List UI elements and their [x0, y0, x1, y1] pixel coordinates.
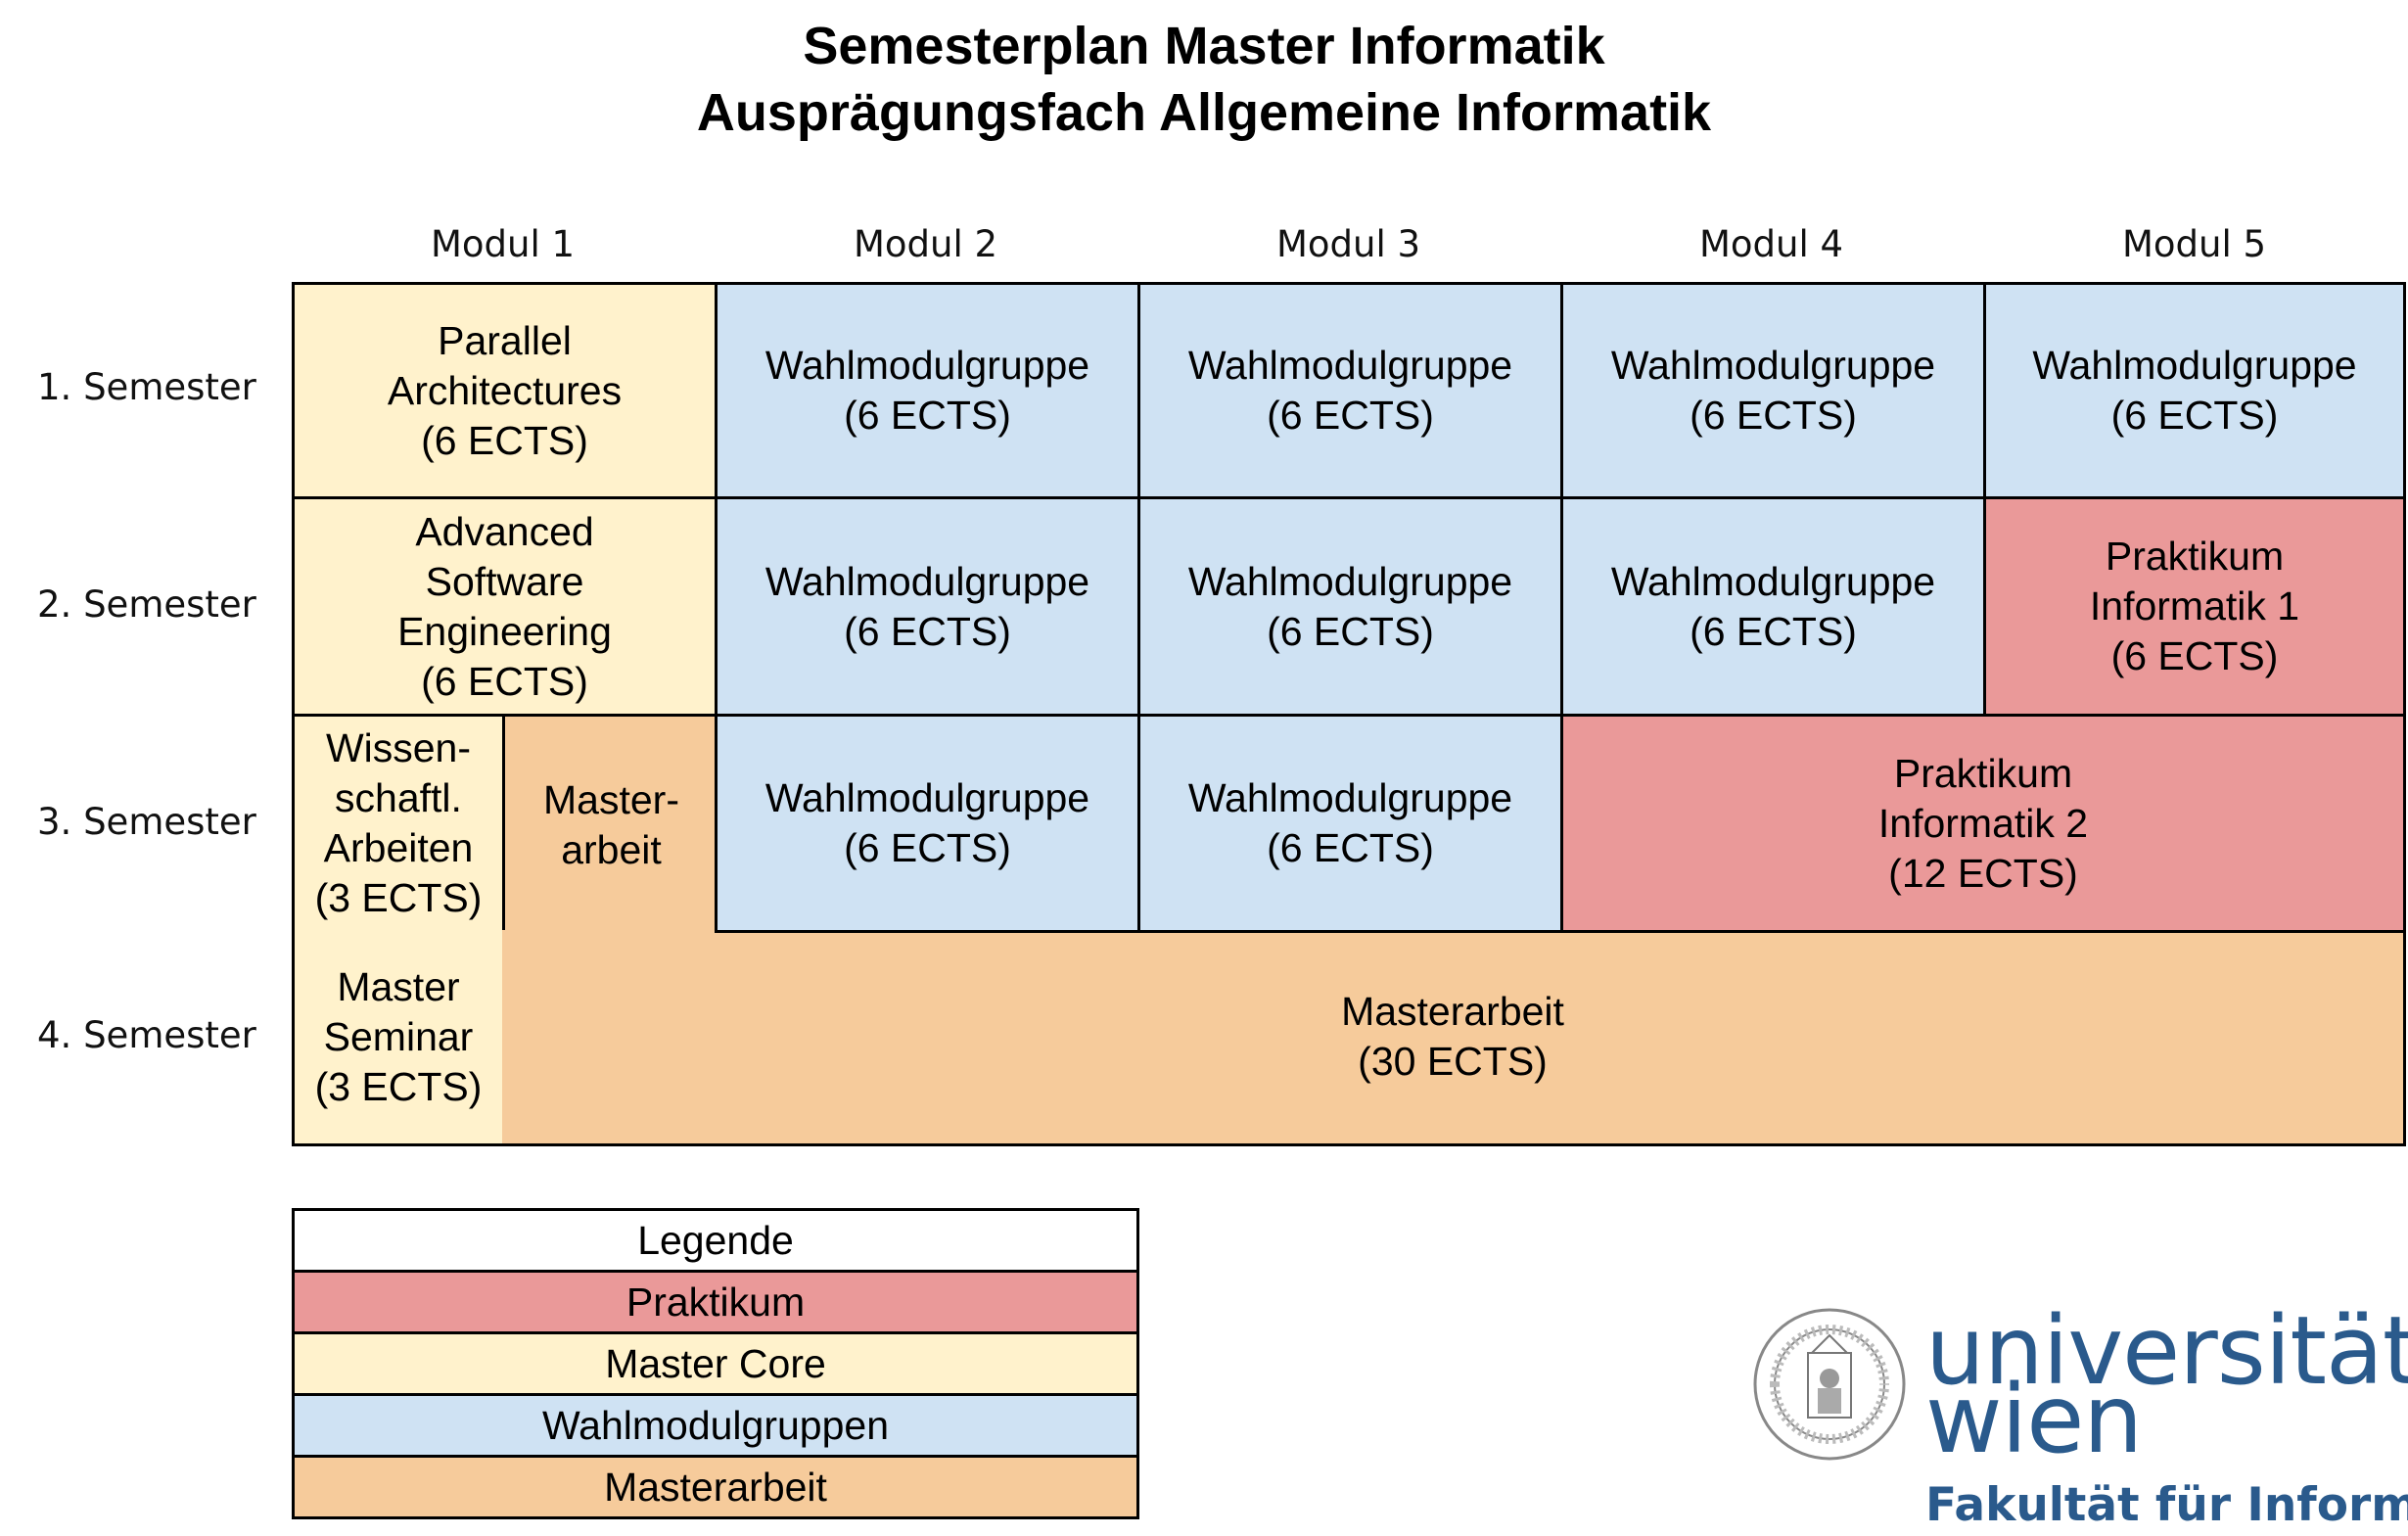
diagram-title-line2: Ausprägungsfach Allgemeine Informatik: [696, 83, 1712, 142]
cell-wahlmodulgruppe: Wahlmodulgruppe (6 ECTS): [1983, 282, 2406, 499]
column-header-modul-3: Modul 3: [1275, 223, 1421, 265]
cell-line: (6 ECTS): [1690, 393, 1857, 438]
cell-line: (6 ECTS): [1267, 608, 1434, 654]
cell-line: (6 ECTS): [2110, 633, 2279, 678]
cell-line: Parallel: [438, 317, 572, 363]
cell-line: (30 ECTS): [1358, 1039, 1548, 1084]
cell-line: Arbeiten: [323, 825, 474, 870]
legend-item-wahlmodulgruppen: Wahlmodulgruppen: [292, 1393, 1139, 1458]
cell-line: Informatik 1: [2089, 583, 2300, 628]
cell-line: Wahlmodulgruppe: [764, 558, 1090, 604]
column-header-modul-4: Modul 4: [1698, 223, 1844, 265]
cell-line: (6 ECTS): [2110, 393, 2279, 438]
diagram-title-line1: Semesterplan Master Informatik: [803, 17, 1605, 75]
row-header-semester-4: 4. Semester: [37, 1014, 256, 1056]
column-header-modul-2: Modul 2: [853, 223, 998, 265]
row-header-semester-1: 1. Semester: [37, 366, 256, 408]
cell-praktikum-informatik-1: Praktikum Informatik 1 (6 ECTS): [1983, 496, 2406, 717]
cell-line: Wissen-: [325, 725, 472, 770]
cell-line: Praktikum: [1893, 750, 2073, 796]
legend-item-masterarbeit: Masterarbeit: [292, 1455, 1139, 1519]
cell-line: Wahlmodulgruppe: [1187, 558, 1513, 604]
column-header-modul-1: Modul 1: [430, 223, 576, 265]
cell-line: Architectures: [387, 367, 623, 413]
cell-line: Software: [425, 558, 584, 604]
cell-masterarbeit: Masterarbeit (30 ECTS): [502, 930, 2406, 1146]
cell-line: Masterarbeit: [1341, 989, 1564, 1034]
column-header-modul-5: Modul 5: [2121, 223, 2267, 265]
logo-text-universitaet: universität: [1925, 1296, 2408, 1406]
row-header-semester-3: 3. Semester: [37, 801, 256, 843]
cell-line: Master: [337, 963, 460, 1009]
legend: Legende Praktikum Master Core Wahlmodulg…: [292, 1208, 1139, 1519]
cell-line: (6 ECTS): [1267, 825, 1434, 870]
cell-line: Wahlmodulgruppe: [764, 343, 1090, 388]
university-seal-icon: [1753, 1308, 1906, 1461]
cell-line: (6 ECTS): [1690, 608, 1857, 654]
cell-advanced-software-engineering: Advanced Software Engineering (6 ECTS): [292, 496, 718, 717]
cell-line: Engineering: [397, 608, 612, 654]
cell-wahlmodulgruppe: Wahlmodulgruppe (6 ECTS): [1137, 282, 1563, 499]
cell-line: (6 ECTS): [844, 393, 1011, 438]
cell-line: Master-: [543, 777, 679, 822]
legend-item-praktikum: Praktikum: [292, 1270, 1139, 1334]
cell-line: (6 ECTS): [421, 658, 588, 704]
cell-wahlmodulgruppe: Wahlmodulgruppe (6 ECTS): [715, 714, 1140, 933]
cell-line: arbeit: [561, 827, 662, 872]
cell-wahlmodulgruppe: Wahlmodulgruppe (6 ECTS): [1560, 496, 1986, 717]
cell-line: schaftl.: [335, 775, 462, 820]
cell-line: (3 ECTS): [314, 875, 483, 920]
cell-line: (6 ECTS): [1267, 393, 1434, 438]
cell-line: Wahlmodulgruppe: [764, 775, 1090, 820]
faculty-name: Fakultät für Informatik: [1925, 1478, 2408, 1532]
row-header-semester-2: 2. Semester: [37, 583, 256, 626]
cell-line: Informatik 2: [1877, 800, 2089, 846]
cell-line: (6 ECTS): [844, 608, 1011, 654]
cell-wahlmodulgruppe: Wahlmodulgruppe (6 ECTS): [715, 282, 1140, 499]
legend-title: Legende: [292, 1208, 1139, 1273]
cell-line: Advanced: [415, 508, 594, 554]
cell-line: Wahlmodulgruppe: [1610, 343, 1936, 388]
legend-item-master-core: Master Core: [292, 1331, 1139, 1396]
cell-praktikum-informatik-2: Praktikum Informatik 2 (12 ECTS): [1560, 714, 2406, 933]
cell-line: (3 ECTS): [314, 1063, 483, 1109]
cell-line: Wahlmodulgruppe: [2032, 343, 2357, 388]
cell-line: Seminar: [323, 1013, 474, 1059]
cell-wahlmodulgruppe: Wahlmodulgruppe (6 ECTS): [715, 496, 1140, 717]
cell-line: Wahlmodulgruppe: [1610, 558, 1936, 604]
cell-wahlmodulgruppe: Wahlmodulgruppe (6 ECTS): [1137, 496, 1563, 717]
cell-line: (6 ECTS): [421, 417, 588, 463]
cell-wahlmodulgruppe: Wahlmodulgruppe (6 ECTS): [1560, 282, 1986, 499]
cell-master-seminar: Master Seminar (3 ECTS): [292, 930, 505, 1146]
cell-line: Wahlmodulgruppe: [1187, 775, 1513, 820]
cell-line: Praktikum: [2105, 534, 2285, 579]
cell-wahlmodulgruppe: Wahlmodulgruppe (6 ECTS): [1137, 714, 1563, 933]
cell-parallel-architectures: Parallel Architectures (6 ECTS): [292, 282, 718, 499]
cell-line: Wahlmodulgruppe: [1187, 343, 1513, 388]
cell-line: (6 ECTS): [844, 825, 1011, 870]
logo-text-wien: wien: [1925, 1365, 2143, 1474]
cell-wissenschaftliches-arbeiten: Wissen- schaftl. Arbeiten (3 ECTS): [292, 714, 505, 930]
cell-line: (12 ECTS): [1888, 850, 2078, 896]
